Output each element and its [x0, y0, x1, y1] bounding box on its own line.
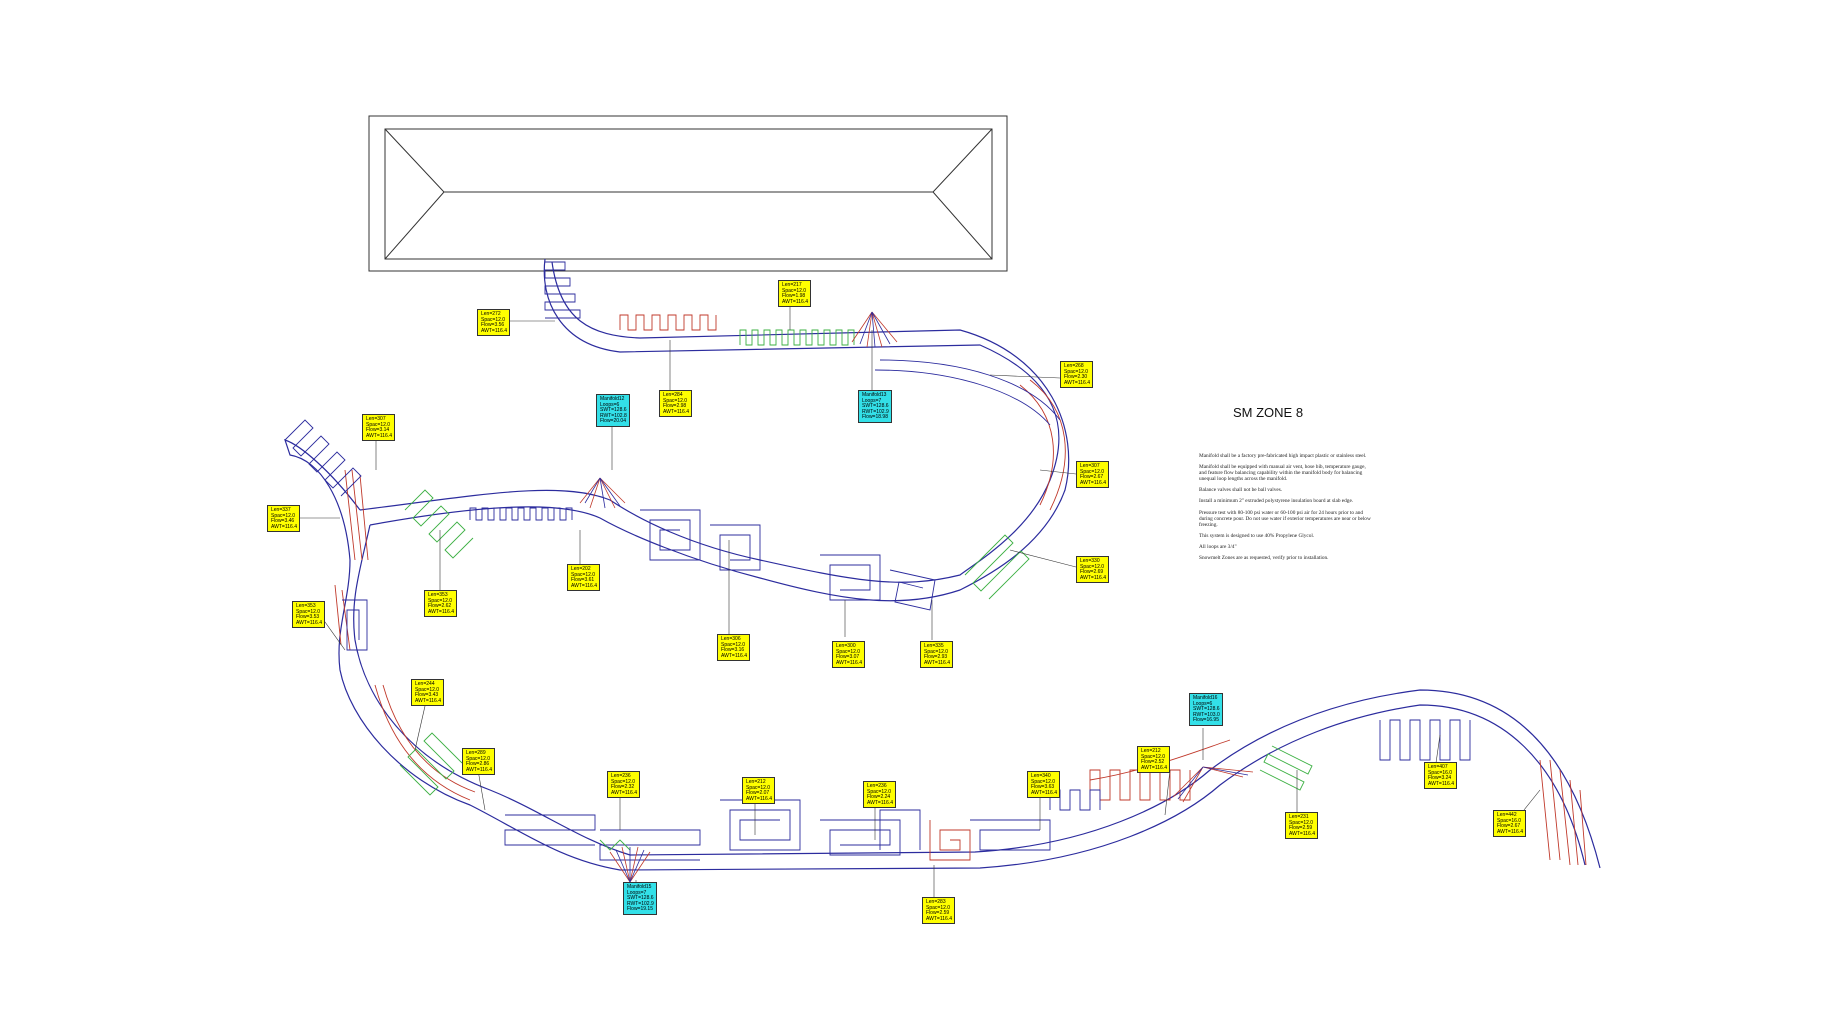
note: Snowmelt Zones are as requested, verify … [1199, 555, 1329, 562]
leader-lines [295, 306, 1541, 897]
note: Balance valves shall not be ball valves. [1199, 487, 1283, 494]
zone-title: SM ZONE 8 [1233, 405, 1304, 420]
slab-outline [284, 258, 1601, 871]
spec-notes: Manifold shall be a factory pre-fabricat… [1199, 453, 1371, 566]
green-loops [399, 329, 1313, 851]
note: Manifold shall be equipped with manual a… [1199, 464, 1366, 483]
note: Manifold shall be a factory pre-fabricat… [1199, 453, 1367, 459]
return-loops [284, 261, 1471, 861]
note: Install a minimum 2" extruded polystyren… [1199, 498, 1354, 505]
note: This system is designed to use 40% Propy… [1199, 532, 1315, 539]
note: Pressure test with 80-100 psi water or 6… [1199, 509, 1371, 528]
supply-loops [334, 314, 1587, 866]
note: All loops are 3/4" [1199, 543, 1237, 550]
building-footprint [368, 115, 1008, 272]
manifold-fans [579, 311, 1254, 883]
